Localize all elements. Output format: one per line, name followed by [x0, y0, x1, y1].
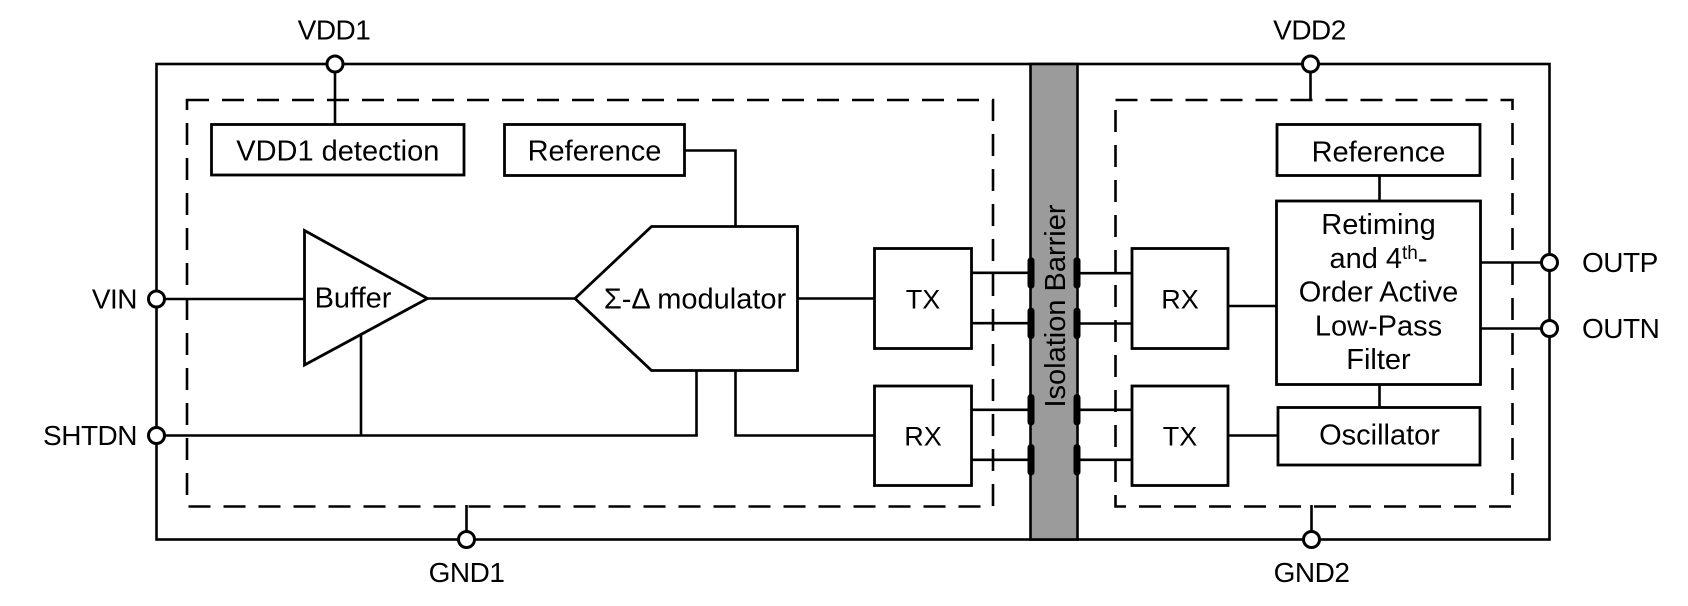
svg-text:Filter: Filter [1346, 344, 1411, 376]
svg-text:Buffer: Buffer [315, 283, 392, 315]
svg-text:Order Active: Order Active [1299, 277, 1459, 309]
svg-text:RX: RX [1161, 284, 1199, 314]
svg-text:TX: TX [1163, 422, 1198, 452]
svg-text:VDD2: VDD2 [1273, 15, 1346, 46]
svg-text:RX: RX [904, 422, 942, 452]
svg-text:SHTDN: SHTDN [43, 420, 137, 451]
svg-text:VDD1: VDD1 [298, 15, 371, 46]
svg-text:Isolation Barrier: Isolation Barrier [1040, 204, 1072, 407]
svg-text:Σ-Δ modulator: Σ-Δ modulator [604, 283, 787, 315]
svg-text:Reference: Reference [1312, 136, 1446, 168]
svg-text:GND1: GND1 [429, 557, 505, 588]
svg-text:VIN: VIN [92, 284, 137, 315]
svg-text:TX: TX [906, 284, 941, 314]
svg-text:GND2: GND2 [1274, 557, 1350, 588]
svg-text:Reference: Reference [528, 136, 662, 168]
svg-text:OUTN: OUTN [1582, 313, 1659, 344]
svg-text:Low-Pass: Low-Pass [1315, 310, 1442, 342]
svg-text:Retiming: Retiming [1321, 209, 1435, 241]
svg-text:Oscillator: Oscillator [1319, 420, 1440, 452]
svg-text:OUTP: OUTP [1582, 247, 1658, 278]
svg-text:VDD1 detection: VDD1 detection [236, 135, 439, 167]
